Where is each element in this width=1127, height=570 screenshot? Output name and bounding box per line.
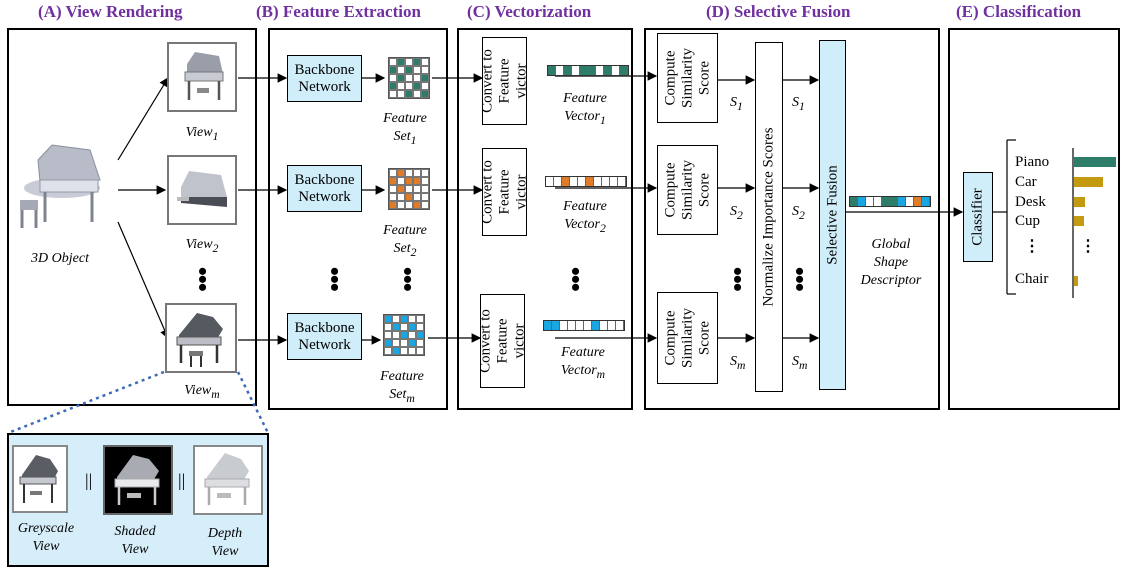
title-classification: (E) Classification xyxy=(956,2,1082,21)
view-1-thumbnail xyxy=(167,42,237,112)
class-score-bar-chair xyxy=(1074,276,1078,286)
class-label-car: Car xyxy=(1015,174,1037,190)
feature-vector-2-bar xyxy=(545,176,627,187)
normalize-importance-scores: Normalize Importance Scores xyxy=(755,42,783,392)
piano-icon xyxy=(184,52,224,100)
selective-fusion-module: Selective Fusion xyxy=(819,40,846,390)
view-2-label: View2 xyxy=(185,237,219,255)
classifier-module: Classifier xyxy=(963,172,993,262)
feature-set-ellipsis: ••• xyxy=(403,257,413,302)
class-label-piano: Piano xyxy=(1015,154,1050,170)
title-selective-fusion: (D) Selective Fusion xyxy=(706,2,851,21)
class-label-desk: Desk xyxy=(1015,194,1046,210)
feature-vector-m-bar xyxy=(543,320,625,331)
normalized-score-1: S1 xyxy=(792,95,805,113)
class-label-cup: Cup xyxy=(1015,213,1041,229)
class-ellipsis: ⋮ xyxy=(1024,238,1040,255)
piano-icon xyxy=(114,455,160,505)
class-score-bar-car xyxy=(1074,177,1103,187)
title-view-rendering: (A) View Rendering xyxy=(38,2,183,21)
title-feature-extraction: (B) Feature Extraction xyxy=(256,2,421,21)
piano-icon xyxy=(204,453,250,505)
feature-set-1-grid xyxy=(388,57,430,99)
view-m-label: Viewm xyxy=(184,383,220,401)
vector-ellipsis: ••• xyxy=(571,257,581,302)
bar-ellipsis: ⋮ xyxy=(1080,238,1096,255)
global-shape-vector-bar xyxy=(849,196,931,207)
piano-icon xyxy=(19,455,58,503)
object-label: 3D Object xyxy=(31,251,89,266)
feature-set-m-grid xyxy=(383,314,425,356)
score-2: S2 xyxy=(730,204,743,222)
feature-vector-1-bar xyxy=(547,65,629,76)
class-score-bar-piano xyxy=(1074,157,1116,167)
score-m: Sm xyxy=(730,354,746,372)
score-1: S1 xyxy=(730,95,743,113)
score-ellipsis: ••• xyxy=(733,257,743,302)
title-vectorization: (C) Vectorization xyxy=(467,2,592,21)
piano-3d-icon xyxy=(20,144,101,228)
normalized-score-m: Sm xyxy=(792,354,808,372)
shaded-view-thumbnail xyxy=(103,445,173,515)
piano-icon xyxy=(176,313,223,367)
separator-1: || xyxy=(85,470,93,490)
separator-2: || xyxy=(178,470,186,490)
class-label-chair: Chair xyxy=(1015,271,1049,287)
class-score-bar-desk xyxy=(1074,197,1085,207)
feature-set-2-grid xyxy=(388,168,430,210)
piano-icon xyxy=(177,171,227,207)
view-2-thumbnail xyxy=(167,155,237,225)
greyscale-view-thumbnail xyxy=(12,445,68,513)
view-m-thumbnail xyxy=(165,303,237,373)
more-views-ellipsis: ••• xyxy=(198,257,208,302)
class-score-bar-cup xyxy=(1074,216,1084,226)
view-1-label: View1 xyxy=(185,125,219,143)
normalized-score-ellipsis: ••• xyxy=(795,257,805,302)
normalized-score-2: S2 xyxy=(792,204,805,222)
depth-view-thumbnail xyxy=(193,445,263,515)
backbone-ellipsis: ••• xyxy=(330,257,340,302)
